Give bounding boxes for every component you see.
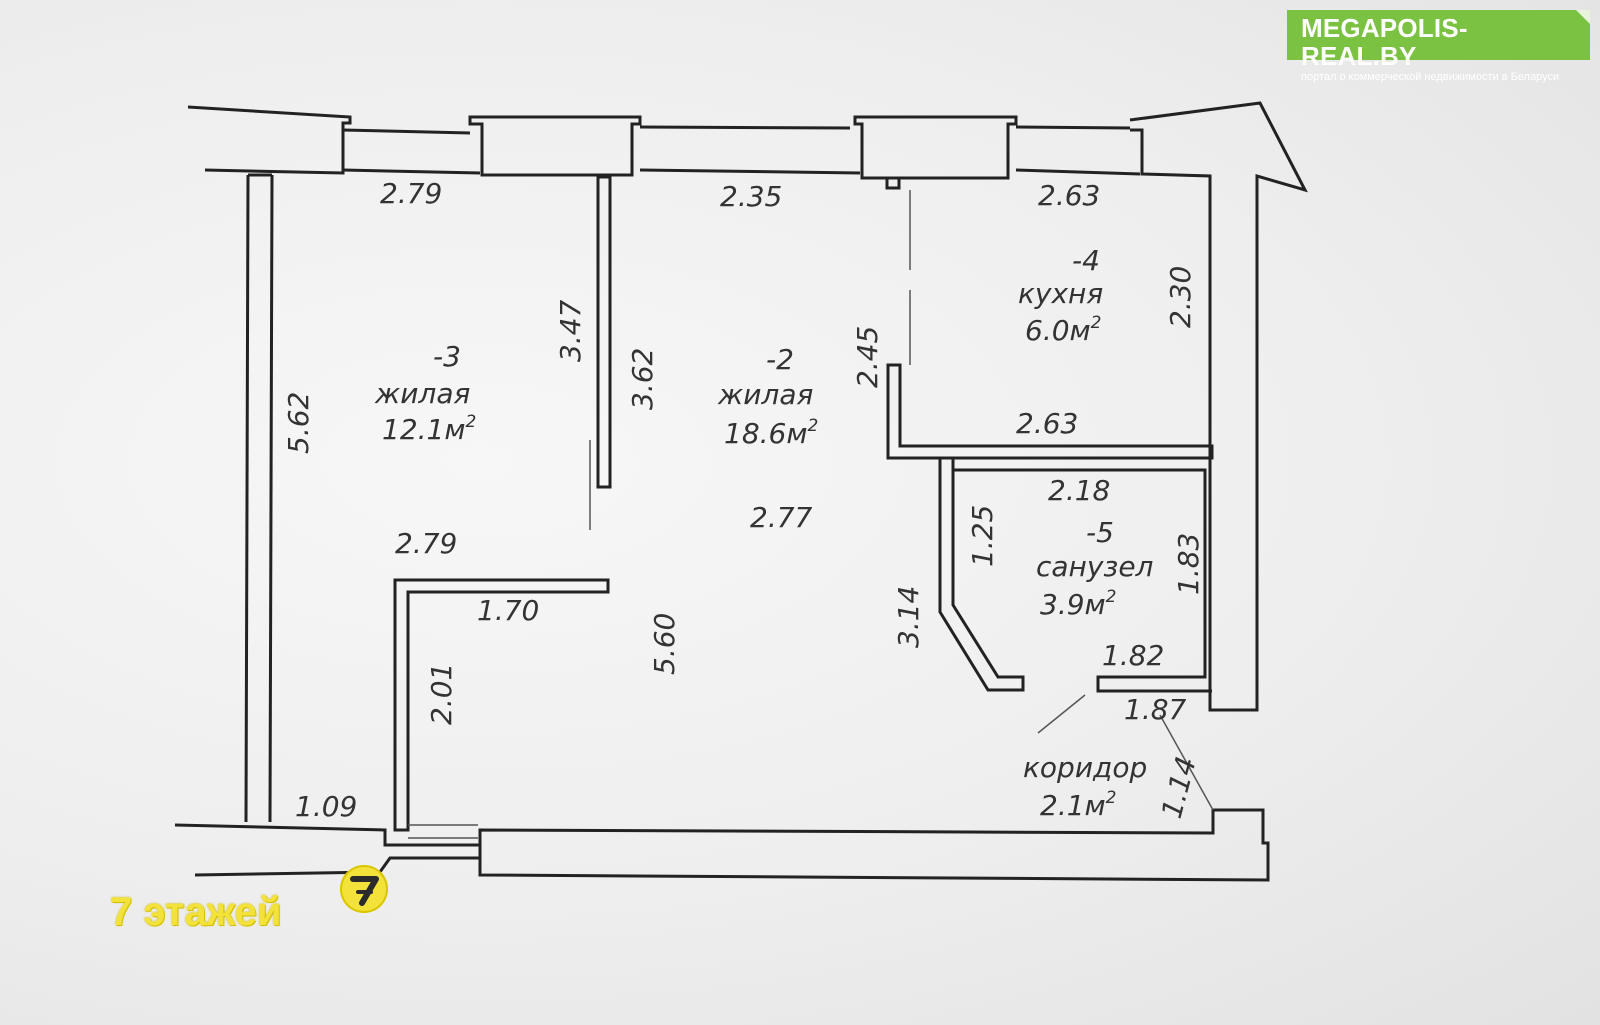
svg-text:3.9м2: 3.9м2 (1040, 587, 1116, 621)
dim-5-62: 5.62 (282, 392, 315, 454)
dim-2-79-top: 2.79 (380, 177, 442, 210)
room-2-label: -2 жилая 18.6м2 (717, 343, 818, 450)
dim-1-14: 1.14 (1155, 753, 1203, 822)
seven-circle-icon (340, 865, 388, 913)
dim-2-35: 2.35 (720, 180, 782, 213)
room-3-area-sup: 2 (465, 412, 476, 432)
room-2-number: -2 (766, 343, 794, 376)
dimension-labels: 2.79 2.35 2.63 2.30 3.47 3.62 2.45 5.62 … (282, 177, 1205, 823)
dim-2-30: 2.30 (1164, 266, 1197, 328)
dim-1-82: 1.82 (1102, 639, 1164, 672)
dim-2-79-low: 2.79 (395, 527, 457, 560)
corridor-name: коридор (1023, 751, 1147, 784)
site-badge[interactable]: MEGAPOLIS-REAL.BY портал о коммерческой … (1287, 10, 1590, 83)
left-wall (244, 173, 274, 823)
room-2-name: жилая (717, 378, 813, 411)
dim-2-01: 2.01 (425, 663, 458, 725)
room-4-label: -4 кухня 6.0м2 (1018, 244, 1103, 347)
room-4-number: -4 (1072, 244, 1100, 277)
room-5-area-sup: 2 (1106, 587, 1117, 607)
bottom-wall (174, 808, 1270, 882)
dim-1-25: 1.25 (966, 505, 999, 567)
room-3-label: -3 жилая 12.1м2 (374, 340, 476, 446)
room-2-area-sup: 2 (807, 416, 818, 436)
dim-3-62: 3.62 (626, 348, 659, 410)
room-5-number: -5 (1086, 516, 1114, 549)
svg-text:18.6м2: 18.6м2 (724, 416, 818, 450)
dim-1-87: 1.87 (1124, 693, 1187, 726)
dim-2-77: 2.77 (750, 501, 813, 534)
badge-corner-fold (1576, 10, 1590, 24)
badge-title: MEGAPOLIS-REAL.BY (1301, 13, 1468, 71)
room-3-area: 12.1м (382, 413, 465, 446)
room-2-area: 18.6м (724, 417, 807, 450)
corridor-area: 2.1м (1040, 789, 1106, 822)
dim-1-09: 1.09 (295, 790, 357, 823)
dim-3-47: 3.47 (554, 299, 587, 362)
room-3-number: -3 (433, 340, 461, 373)
room-3-name: жилая (374, 377, 470, 410)
svg-text:12.1м2: 12.1м2 (382, 412, 476, 446)
dim-2-45: 2.45 (851, 326, 884, 388)
partition-walls (393, 175, 1214, 839)
seven-glyph-icon (350, 876, 379, 906)
svg-text:2.1м2: 2.1м2 (1040, 788, 1116, 822)
room-5-area: 3.9м (1040, 588, 1106, 621)
room-4-area: 6.0м (1025, 314, 1091, 347)
dim-3-14: 3.14 (892, 586, 925, 648)
room-5-name: санузел (1036, 550, 1154, 583)
dim-1-70: 1.70 (477, 594, 539, 627)
room-5-label: -5 санузел 3.9м2 (1036, 516, 1154, 621)
badge-subtitle: портал о коммерческой недвижимости в Бел… (1301, 71, 1560, 83)
dim-2-63-mid: 2.63 (1016, 407, 1078, 440)
top-wall (187, 101, 1308, 712)
corridor-area-sup: 2 (1106, 788, 1117, 808)
dim-2-63-top: 2.63 (1038, 179, 1100, 212)
corridor-label: коридор 2.1м2 (1023, 751, 1147, 822)
floors-label: 7 этажей (110, 890, 282, 934)
svg-text:6.0м2: 6.0м2 (1025, 313, 1101, 347)
dim-2-18: 2.18 (1048, 474, 1110, 507)
room-4-area-sup: 2 (1091, 313, 1102, 333)
dim-5-60: 5.60 (648, 613, 681, 675)
dim-1-83: 1.83 (1172, 533, 1205, 595)
room-4-name: кухня (1018, 277, 1103, 310)
